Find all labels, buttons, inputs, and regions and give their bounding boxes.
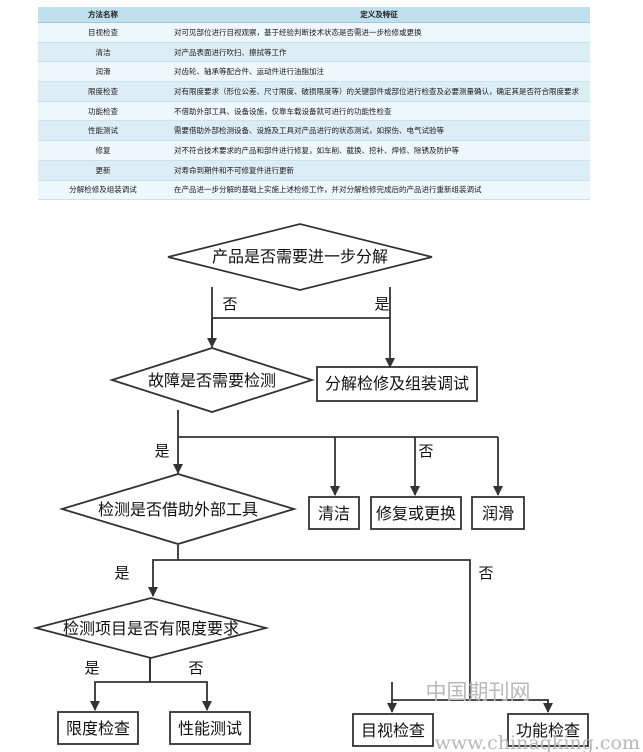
table-row: 限度检查 对有限度要求（形位公差、尺寸限度、破损限度等）的关键部件或部位进行检查… bbox=[38, 81, 590, 102]
method-definition: 对齿轮、轴承等配合件、运动件进行油脂加注 bbox=[168, 61, 590, 83]
method-name: 性能测试 bbox=[38, 120, 168, 142]
connectors bbox=[90, 287, 553, 713]
label-yes: 是 bbox=[154, 442, 169, 460]
decision-text: 产品是否需要进一步分解 bbox=[212, 247, 388, 266]
label-no: 否 bbox=[478, 564, 493, 582]
method-definition-table: 方法名称 定义及特征 目视检查 对可见部位进行目视观察，基于经验判断技术状态是否… bbox=[38, 7, 590, 201]
table-row: 润滑 对齿轮、轴承等配合件、运动件进行油脂加注 bbox=[38, 61, 590, 83]
decision-external-tools: 检测是否借助外部工具 bbox=[58, 473, 298, 545]
box-text: 限度检查 bbox=[66, 719, 130, 738]
watermark-title: 中国期刊网 bbox=[426, 680, 531, 704]
label-no: 否 bbox=[188, 659, 203, 677]
table-row: 修复 对不符合技术要求的产品和部件进行修复，如车削、截换、挖补、焊修、除锈及防护… bbox=[38, 140, 590, 161]
method-definition: 对寿命到期件和不可修复件进行更新 bbox=[168, 160, 590, 181]
method-definition: 不借助外部工具、设备设施，仅靠车载设备就可进行的功能性检查 bbox=[168, 101, 590, 122]
box-text: 分解检修及组装调试 bbox=[325, 374, 469, 393]
connector-d2-split bbox=[177, 410, 498, 438]
method-definition: 对可见部位进行目视观察，基于经验判断技术状态是否需进一步检修或更换 bbox=[168, 22, 590, 43]
box-function-check: 功能检查 bbox=[507, 713, 589, 747]
table-row: 性能测试 需要借助外部检测设备、设施及工具对产品进行的状态测试，如探伤、电气试验… bbox=[38, 120, 590, 142]
box-text: 清洁 bbox=[318, 504, 350, 523]
box-text: 修复或更换 bbox=[376, 504, 456, 523]
connector-d1-yes bbox=[212, 287, 390, 367]
label-no: 否 bbox=[222, 295, 237, 313]
decision-text: 检测是否借助外部工具 bbox=[98, 500, 258, 519]
connector-to-function bbox=[391, 682, 553, 713]
connector-d3-split bbox=[148, 545, 179, 597]
box-clean: 清洁 bbox=[308, 496, 360, 530]
method-name: 功能检查 bbox=[38, 101, 168, 122]
watermark-url: www.chinaqking.com bbox=[435, 732, 640, 752]
method-name: 清洁 bbox=[38, 42, 168, 63]
method-name: 更新 bbox=[38, 160, 168, 181]
table-header-row: 方法名称 定义及特征 bbox=[38, 7, 590, 23]
decision-further-disassembly: 产品是否需要进一步分解 bbox=[167, 223, 433, 291]
header-definition: 定义及特征 bbox=[168, 7, 590, 23]
connector-d4-split bbox=[90, 654, 151, 711]
method-name: 润滑 bbox=[38, 61, 168, 83]
table-row: 功能检查 不借助外部工具、设备设施，仅靠车载设备就可进行的功能性检查 bbox=[38, 101, 590, 122]
header-method-name: 方法名称 bbox=[38, 7, 168, 23]
box-limit-check: 限度检查 bbox=[57, 711, 139, 745]
box-lubricate: 润滑 bbox=[471, 496, 525, 530]
box-performance-test: 性能测试 bbox=[169, 711, 251, 745]
method-name: 目视检查 bbox=[38, 22, 168, 43]
connector-d3-no bbox=[178, 559, 471, 700]
definition-table: 方法名称 定义及特征 目视检查 对可见部位进行目视观察，基于经验判断技术状态是否… bbox=[38, 7, 590, 201]
box-text: 性能测试 bbox=[178, 719, 242, 738]
decision-text: 检测项目是否有限度要求 bbox=[63, 619, 239, 638]
label-yes: 是 bbox=[374, 295, 389, 313]
method-definition: 对有限度要求（形位公差、尺寸限度、破损限度等）的关键部件或部位进行检查及必要测量… bbox=[168, 81, 590, 102]
table-row: 目视检查 对可见部位进行目视观察，基于经验判断技术状态是否需进一步检修或更换 bbox=[38, 22, 590, 43]
decision-text: 故障是否需要检测 bbox=[148, 371, 276, 390]
decision-fault-detection: 故障是否需要检测 bbox=[109, 347, 315, 413]
label-no: 否 bbox=[418, 442, 433, 460]
box-overhaul-assembly: 分解检修及组装调试 bbox=[316, 366, 478, 402]
box-visual-inspection: 目视检查 bbox=[352, 713, 434, 747]
connector-d4-no bbox=[150, 681, 212, 711]
table-row: 更新 对寿命到期件和不可修复件进行更新 bbox=[38, 160, 590, 181]
method-name: 修复 bbox=[38, 140, 168, 161]
method-definition: 对不符合技术要求的产品和部件进行修复，如车削、截换、挖补、焊修、除锈及防护等 bbox=[168, 140, 590, 161]
box-text: 功能检查 bbox=[516, 721, 580, 740]
box-text: 润滑 bbox=[482, 504, 514, 523]
method-name: 限度检查 bbox=[38, 81, 168, 102]
label-yes: 是 bbox=[84, 659, 99, 677]
method-definition: 需要借助外部检测设备、设施及工具对产品进行的状态测试，如探伤、电气试验等 bbox=[168, 120, 590, 142]
box-repair-replace: 修复或更换 bbox=[370, 496, 462, 530]
table-row: 清洁 对产品表面进行吹扫、擦拭等工作 bbox=[38, 42, 590, 63]
table-row: 分解检修及组装调试 在产品进一步分解的基础上实施上述检修工作，并对分解检修完成后… bbox=[38, 180, 590, 201]
box-text: 目视检查 bbox=[361, 721, 425, 740]
method-name: 分解检修及组装调试 bbox=[38, 180, 168, 201]
method-definition: 在产品进一步分解的基础上实施上述检修工作，并对分解检修完成后的产品进行重新组装调… bbox=[168, 180, 590, 201]
decision-limit-requirement: 检测项目是否有限度要求 bbox=[32, 597, 270, 659]
method-definition: 对产品表面进行吹扫、擦拭等工作 bbox=[168, 42, 590, 63]
label-yes: 是 bbox=[114, 564, 129, 582]
